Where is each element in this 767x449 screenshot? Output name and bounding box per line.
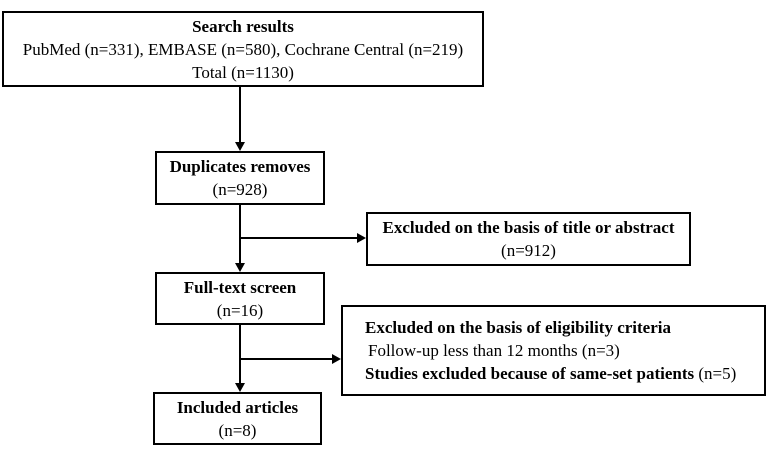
duplicates-count: (n=928) [212, 180, 268, 199]
excluded-eligibility-sameset-count: (n=5) [694, 364, 737, 383]
arrow-fulltext-to-included-line [239, 325, 241, 384]
search-results-title: Search results [192, 17, 294, 36]
excluded-title-abstract-title: Excluded on the basis of title or abstra… [382, 218, 675, 237]
arrow-branch-to-excluded-title-line [240, 237, 359, 239]
duplicates-title: Duplicates removes [169, 157, 311, 176]
excluded-eligibility-sameset-text: Studies excluded because of same-set pat… [365, 364, 695, 383]
excluded-eligibility-sameset: Studies excluded because of same-set pat… [365, 362, 758, 385]
excluded-title-abstract-count: (n=912) [501, 241, 556, 260]
included-title: Included articles [176, 398, 299, 417]
box-search-results: Search results PubMed (n=331), EMBASE (n… [2, 11, 484, 87]
arrow-search-to-duplicates-head [235, 142, 245, 151]
arrow-duplicates-to-fulltext-head [235, 263, 245, 272]
box-excluded-title-abstract: Excluded on the basis of title or abstra… [366, 212, 691, 266]
search-results-total: Total (n=1130) [192, 63, 294, 82]
excluded-eligibility-title: Excluded on the basis of eligibility cri… [365, 318, 671, 337]
arrow-branch-to-excluded-eligibility-line [240, 358, 334, 360]
box-duplicates-removed: Duplicates removes (n=928) [155, 151, 325, 205]
fulltext-title: Full-text screen [183, 278, 297, 297]
box-included-articles: Included articles (n=8) [153, 392, 322, 445]
search-results-sources: PubMed (n=331), EMBASE (n=580), Cochrane… [22, 40, 464, 59]
arrow-branch-to-excluded-eligibility-head [332, 354, 341, 364]
box-full-text-screen: Full-text screen (n=16) [155, 272, 325, 325]
included-count: (n=8) [218, 421, 257, 440]
excluded-eligibility-followup: Follow-up less than 12 months (n=3) [368, 341, 620, 360]
arrow-branch-to-excluded-title-head [357, 233, 366, 243]
box-excluded-eligibility: Excluded on the basis of eligibility cri… [341, 305, 766, 396]
fulltext-count: (n=16) [216, 301, 264, 320]
arrow-duplicates-to-fulltext-line [239, 205, 241, 264]
arrow-fulltext-to-included-head [235, 383, 245, 392]
arrow-search-to-duplicates-line [239, 87, 241, 144]
